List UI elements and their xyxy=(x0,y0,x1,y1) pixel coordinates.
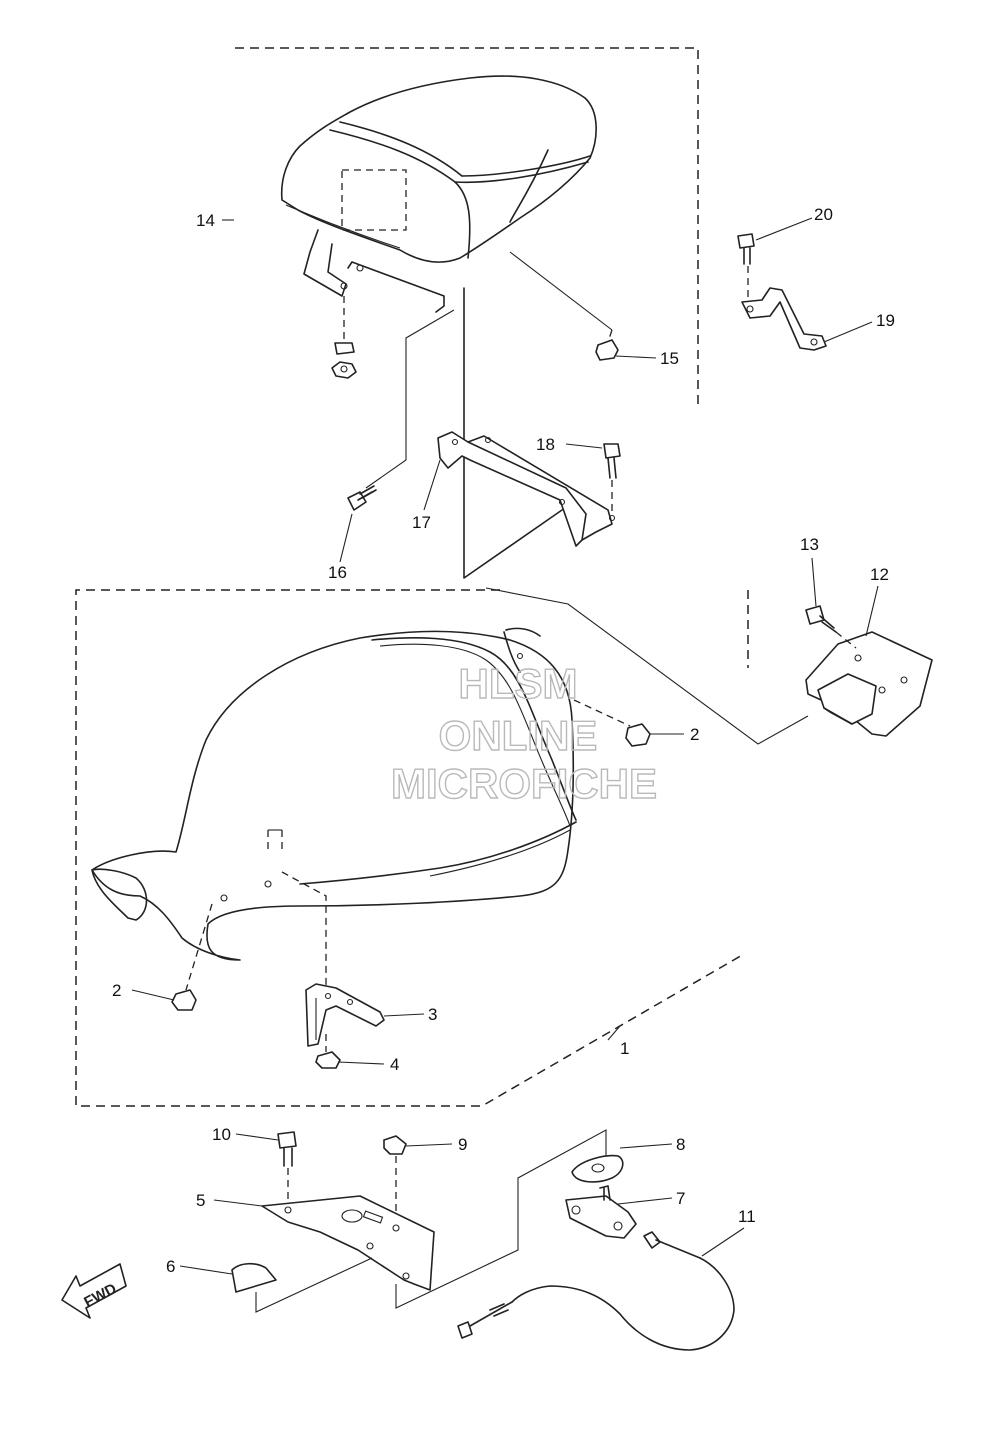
watermark-line-2: ONLINE xyxy=(439,712,598,759)
callout-19: 19 xyxy=(876,311,895,330)
plate-5[interactable] xyxy=(261,1195,435,1291)
callout-10: 10 xyxy=(212,1125,231,1144)
callout-14: 14 xyxy=(196,211,215,230)
callout-6: 6 xyxy=(166,1257,175,1276)
bracket-19[interactable] xyxy=(741,287,827,351)
bottom-guide-line xyxy=(255,1129,607,1313)
callout-3: 3 xyxy=(428,1005,437,1024)
callout-leaders xyxy=(131,217,879,1275)
callout-4: 4 xyxy=(390,1055,399,1074)
callout-11: 11 xyxy=(738,1207,756,1226)
callout-12: 12 xyxy=(870,565,889,584)
nut-15[interactable] xyxy=(509,251,619,361)
guide-lines xyxy=(365,287,809,745)
watermark: HLSM ONLINE MICROFICHE xyxy=(390,659,657,807)
bolt-20[interactable] xyxy=(737,233,755,300)
callout-15: 15 xyxy=(660,349,679,368)
nut-9[interactable] xyxy=(383,1135,407,1222)
cable-11[interactable] xyxy=(457,1231,735,1351)
callout-13: 13 xyxy=(800,535,819,554)
pad-6[interactable] xyxy=(231,1262,277,1293)
rider-seat[interactable] xyxy=(91,627,577,1000)
callout-labels: 14 20 19 15 18 17 16 13 12 2 2 3 4 1 10 … xyxy=(112,205,895,1276)
latch-7[interactable] xyxy=(565,1185,637,1239)
nut-2-left[interactable] xyxy=(171,903,213,1011)
passenger-seat-nuts xyxy=(331,296,357,379)
bolt-18[interactable] xyxy=(603,443,621,512)
callout-7: 7 xyxy=(676,1189,685,1208)
callout-17: 17 xyxy=(412,513,431,532)
bolt-16[interactable] xyxy=(347,485,377,511)
callout-9: 9 xyxy=(458,1135,467,1154)
fwd-arrow: FWD xyxy=(61,1263,127,1319)
watermark-line-1: HLSM xyxy=(459,660,578,707)
callout-1: 1 xyxy=(620,1039,629,1058)
passenger-seat-group-outline xyxy=(235,47,699,410)
bolt-13[interactable] xyxy=(805,605,857,649)
callout-20: 20 xyxy=(814,205,833,224)
callout-8: 8 xyxy=(676,1135,685,1154)
callout-5: 5 xyxy=(196,1191,205,1210)
passenger-seat[interactable] xyxy=(280,75,597,313)
plate-8[interactable] xyxy=(571,1154,624,1183)
callout-2-right: 2 xyxy=(690,725,699,744)
callout-16: 16 xyxy=(328,563,347,582)
bolt-10[interactable] xyxy=(277,1131,297,1206)
rider-seat-group-outline xyxy=(75,589,749,1107)
callout-18: 18 xyxy=(536,435,555,454)
nut-4[interactable] xyxy=(315,1034,341,1069)
nut-2-right[interactable] xyxy=(573,699,651,747)
bracket-3[interactable] xyxy=(305,983,385,1047)
callout-2-left: 2 xyxy=(112,981,121,1000)
watermark-line-3: MICROFICHE xyxy=(391,760,657,807)
bracket-12[interactable] xyxy=(805,631,933,737)
seat-bracket-17[interactable] xyxy=(437,431,616,547)
